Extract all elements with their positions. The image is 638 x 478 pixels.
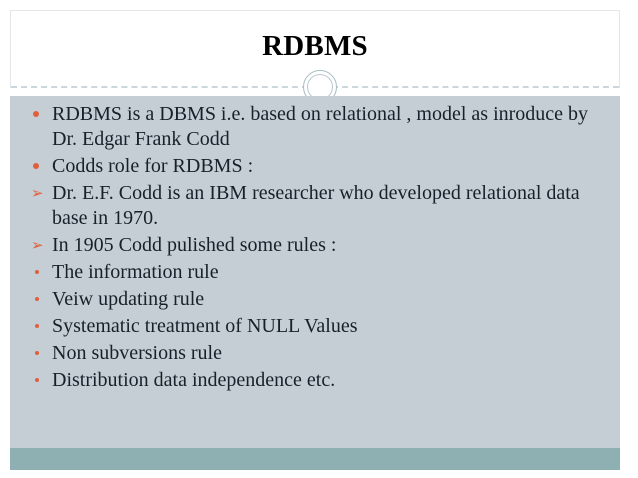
list-item: The information rule: [24, 260, 606, 285]
list-item: Veiw updating rule: [24, 287, 606, 312]
arrow-bullet-icon: ➢: [31, 184, 44, 202]
list-item: Systematic treatment of NULL Values: [24, 314, 606, 339]
footer-accent-band: [10, 448, 620, 470]
list-item: Codds role for RDBMS :: [24, 154, 606, 179]
list-item: ➢ In 1905 Codd pulished some rules :: [24, 233, 606, 258]
list-item-label: Dr. E.F. Codd is an IBM researcher who d…: [52, 182, 580, 229]
arrow-bullet-icon: ➢: [31, 236, 44, 254]
slide-body-panel: RDBMS is a DBMS i.e. based on relational…: [10, 96, 620, 448]
list-item-label: RDBMS is a DBMS i.e. based on relational…: [52, 103, 589, 150]
list-item: Distribution data independence etc.: [24, 368, 606, 393]
list-item-label: In 1905 Codd pulished some rules :: [52, 234, 337, 256]
list-item-label: Veiw updating rule: [52, 288, 205, 310]
small-dot-bullet-icon: [35, 351, 39, 355]
dot-bullet-icon: [33, 111, 39, 117]
list-item: Non subversions rule: [24, 341, 606, 366]
page-title: RDBMS: [262, 30, 368, 62]
dot-bullet-icon: [33, 163, 39, 169]
small-dot-bullet-icon: [35, 297, 39, 301]
list-item: RDBMS is a DBMS i.e. based on relational…: [24, 102, 606, 152]
list-item-label: Non subversions rule: [52, 342, 222, 364]
small-dot-bullet-icon: [35, 378, 39, 382]
small-dot-bullet-icon: [35, 324, 39, 328]
small-dot-bullet-icon: [35, 270, 39, 274]
list-item-label: Systematic treatment of NULL Values: [52, 315, 358, 337]
list-item-label: The information rule: [52, 261, 219, 283]
list-item-label: Distribution data independence etc.: [52, 369, 336, 391]
list-item-label: Codds role for RDBMS :: [52, 155, 254, 177]
bullet-list: RDBMS is a DBMS i.e. based on relational…: [24, 102, 606, 393]
list-item: ➢ Dr. E.F. Codd is an IBM researcher who…: [24, 181, 606, 231]
